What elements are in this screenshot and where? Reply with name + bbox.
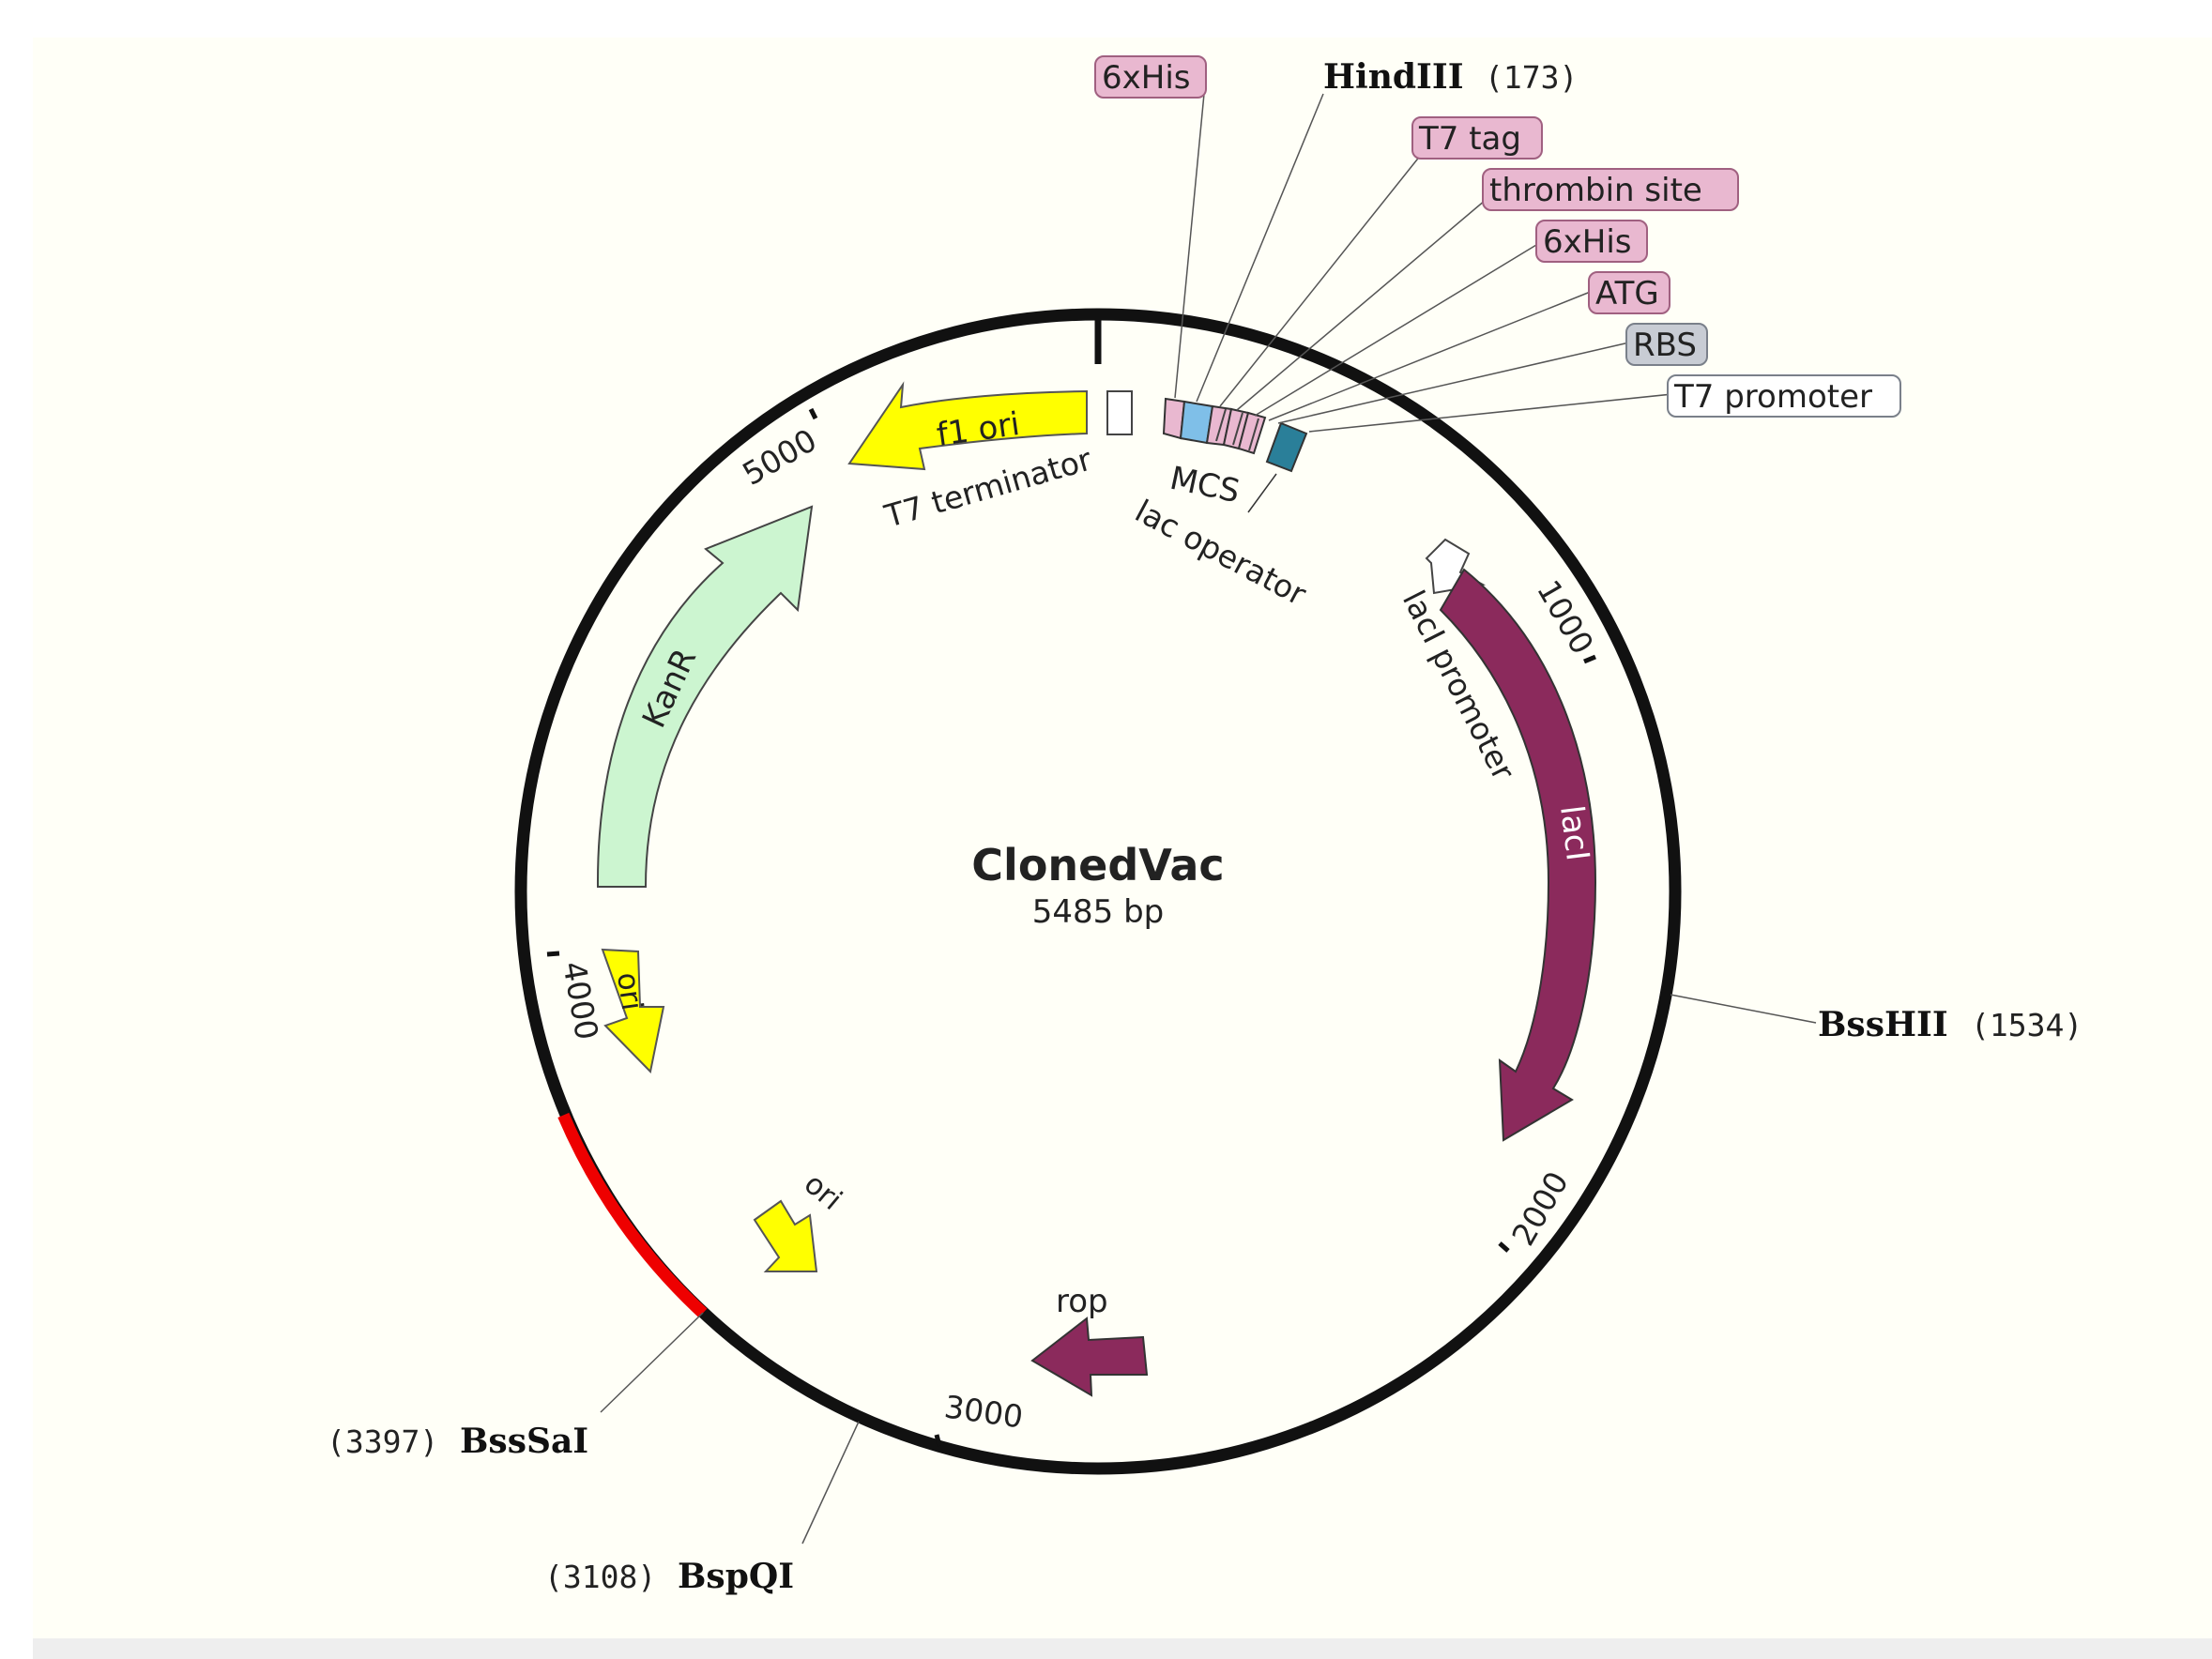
site-bspqi-name: BspQI <box>678 1557 794 1596</box>
callout-t7-promoter: T7 promoter <box>1673 378 1872 416</box>
highlight-arc <box>557 1112 708 1318</box>
mcs-hatch-3 <box>1248 418 1259 451</box>
feature-ori-1 <box>601 948 665 1074</box>
tick-mark-3000 <box>934 1434 942 1447</box>
feature-laci <box>1439 568 1597 1142</box>
site-bspqi-pos: (3108) <box>544 1559 656 1595</box>
callout-box-atg <box>1588 271 1670 314</box>
leader-bsssai <box>600 1312 704 1413</box>
leader-t7-tag <box>1219 149 1426 407</box>
feature-label-ori-1: ori <box>610 970 648 1012</box>
mcs-hatch-2 <box>1232 412 1243 446</box>
bottom-strip <box>33 1638 2212 1659</box>
tick-label-3000: 3000 <box>942 1388 1026 1435</box>
feature-label-ori-2: ori <box>798 1167 848 1218</box>
leader-rbs <box>1277 342 1630 424</box>
tick-mark-5000 <box>808 407 818 420</box>
leader-6xhis <box>1254 241 1542 417</box>
callout-box-t7-promoter <box>1667 374 1901 418</box>
lac-operator-leader <box>1247 473 1277 513</box>
mcs-hatch-1 <box>1215 408 1227 442</box>
feature-label-rop: rop <box>1056 1283 1108 1320</box>
site-bsshii-pos: (1534) <box>1971 1007 2082 1043</box>
leader-thrombin <box>1236 199 1487 411</box>
leader-6xhis-top <box>1174 93 1205 399</box>
tick-label-4000: 4000 <box>556 959 605 1043</box>
callout-box-6xhis-top <box>1094 55 1207 99</box>
site-bsssai-pos: (3397) <box>327 1423 438 1460</box>
feature-ori-2 <box>753 1199 818 1272</box>
callout-atg: ATG <box>1595 275 1659 312</box>
callout-box-6xhis <box>1535 220 1648 263</box>
plasmid-name: ClonedVac <box>971 840 1224 890</box>
feature-rop <box>1030 1317 1149 1397</box>
callout-6xhis: 6xHis <box>1543 223 1631 261</box>
site-bsssai-name: BssSaI <box>460 1422 588 1461</box>
feature-label-lac-operator: lac operator <box>1129 493 1312 614</box>
callout-leaders <box>600 93 1817 1545</box>
callout-6xhis-top: 6xHis <box>1102 59 1190 97</box>
leader-t7-promoter <box>1308 393 1673 433</box>
leader-bspqi <box>801 1421 860 1545</box>
callout-rbs: RBS <box>1633 327 1697 364</box>
callout-box-rbs <box>1625 323 1708 366</box>
leader-bsshii <box>1670 994 1817 1024</box>
feature-kanr <box>596 505 814 888</box>
callout-box-thrombin <box>1482 168 1739 211</box>
feature-lac-operator <box>1265 421 1308 473</box>
leader-atg <box>1268 290 1594 421</box>
plasmid-size: 5485 bp <box>1032 893 1165 931</box>
feature-f1-ori <box>847 381 1088 471</box>
feature-t7-terminator <box>1106 390 1133 435</box>
feature-6xhis-c <box>1237 411 1267 455</box>
callout-thrombin: thrombin site <box>1489 172 1702 209</box>
feature-label-mcs: MCS <box>1167 460 1243 511</box>
site-hindiii-pos: (173) <box>1485 59 1578 96</box>
tick-mark-4000 <box>546 951 560 957</box>
leader-hindiii <box>1196 93 1324 403</box>
callout-t7-tag: T7 tag <box>1418 120 1521 158</box>
site-hindiii-name: HindIII <box>1323 57 1464 97</box>
tick-mark-2000 <box>1498 1241 1510 1253</box>
feature-label-laci: lacI <box>1552 803 1596 862</box>
tick-mark-1000 <box>1583 654 1596 664</box>
callout-box-t7-tag <box>1411 116 1543 160</box>
mcs-cluster <box>1162 397 1308 473</box>
site-bsshii-name: BssHII <box>1818 1005 1948 1044</box>
